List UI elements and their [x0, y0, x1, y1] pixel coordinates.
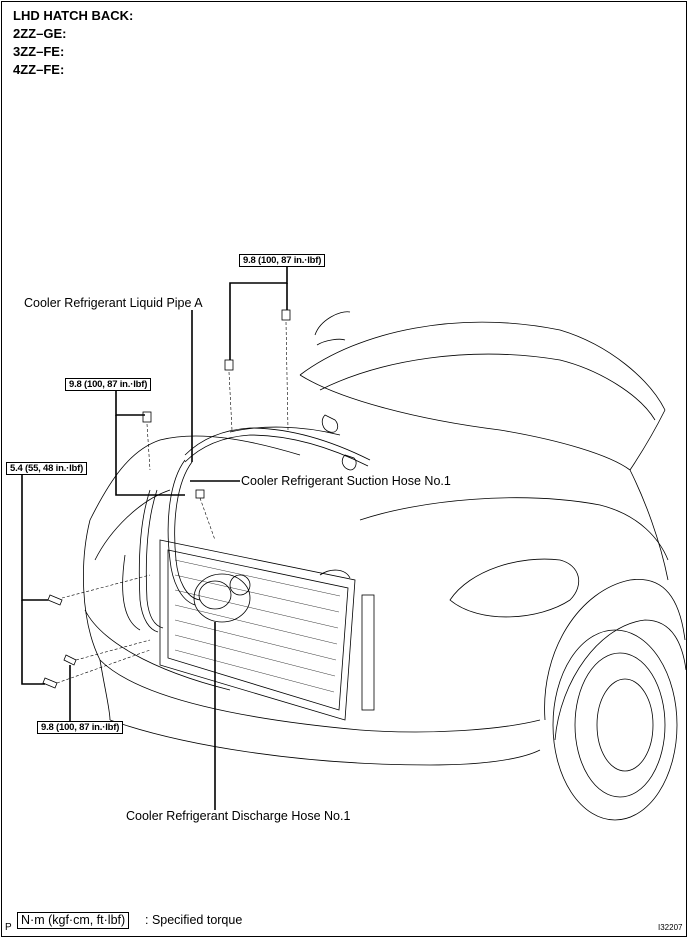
torque-unit-legend-box: N·m (kgf·cm, ft·lbf): [17, 912, 130, 929]
torque-callout-bottom-left: 9.8 (100, 87 in.·lbf): [37, 721, 124, 734]
discharge-hose-label: Cooler Refrigerant Discharge Hose No.1: [126, 809, 351, 823]
liquid-pipe-label: Cooler Refrigerant Liquid Pipe A: [24, 296, 203, 310]
torque-legend-text: : Specified torque: [145, 913, 243, 927]
illustration-code: I32207: [658, 923, 683, 932]
engine-3zz-fe: 3ZZ–FE:: [13, 44, 65, 59]
engine-2zz-ge: 2ZZ–GE:: [13, 26, 67, 41]
torque-callout-left: 5.4 (55, 48 in.·lbf): [6, 462, 88, 475]
torque-callout-top: 9.8 (100, 87 in.·lbf): [239, 254, 326, 267]
torque-callout-upper-left: 9.8 (100, 87 in.·lbf): [65, 378, 152, 391]
engine-4zz-fe: 4ZZ–FE:: [13, 62, 65, 77]
suction-hose-label: Cooler Refrigerant Suction Hose No.1: [241, 474, 451, 488]
model-heading: LHD HATCH BACK:: [13, 8, 134, 23]
page-marker: P: [5, 922, 12, 933]
